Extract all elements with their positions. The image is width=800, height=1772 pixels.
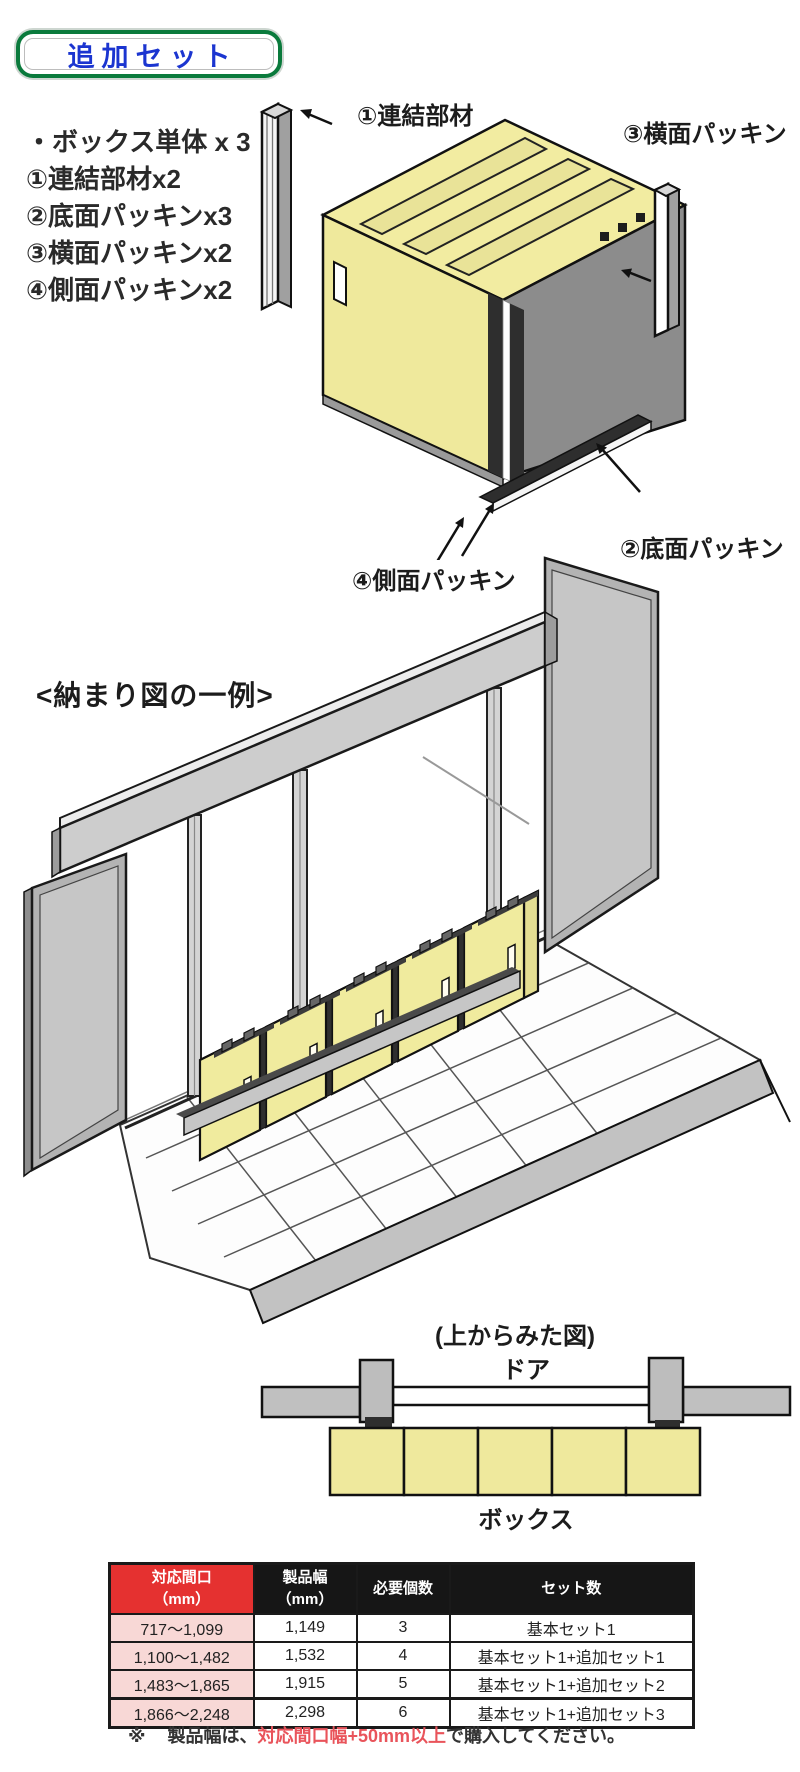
spec-table-header-cell: 製品幅（mm） (252, 1562, 358, 1615)
spec-table-cell: 3 (355, 1613, 451, 1643)
top-view-box-label: ボックス (478, 1507, 574, 1534)
bottom-packing-arrow-icon (596, 443, 641, 493)
title-badge-label: 追加セット (67, 41, 238, 72)
box-unit (396, 923, 473, 1063)
top-view-diagram (260, 1356, 792, 1497)
joined-boxes-illustration (320, 118, 688, 489)
parts-list: ・ボックス単体 x 3 ①連結部材x2 ②底面パッキンx3 ③横面パッキンx2 ④側面パ… (26, 124, 251, 309)
spec-table-cell: 2,298 (252, 1697, 358, 1729)
title-badge: 追加セット (16, 30, 282, 78)
spec-table-cell: 基本セット1+追加セット1 (448, 1641, 695, 1671)
top-view-door-label: ドア (502, 1357, 550, 1384)
spec-table-cell: 1,532 (252, 1641, 358, 1671)
connector-bar-illustration (259, 101, 294, 312)
top-view-door (391, 1385, 651, 1407)
parts-list-item: ②底面パッキンx3 (26, 201, 233, 231)
connector-arrow-icon (300, 109, 333, 126)
label-lateral-packing: ④側面パッキン (352, 568, 516, 595)
header-beam (51, 610, 558, 879)
spec-table-cell: 1,483〜1,865 (108, 1669, 255, 1700)
spec-table-cell: 基本セット1+追加セット2 (448, 1669, 695, 1700)
parts-assembly-diagram (259, 101, 688, 560)
parts-list-item: ・ボックス単体 x 3 (26, 127, 251, 157)
porch-step-edge (248, 1058, 791, 1325)
note-post: で購入してください。 (446, 1726, 625, 1746)
spec-table-header-cell: 必要個数 (355, 1562, 451, 1615)
purchase-note: ※ 製品幅は、対応間口幅+50mm以上で購入してください。 (128, 1722, 625, 1748)
spec-table-cell: 1,915 (252, 1669, 358, 1700)
side-packing-arrow-icon (621, 268, 652, 283)
right-glass-panel (543, 556, 660, 955)
top-view-connectors (365, 1417, 680, 1429)
parts-list-item: ①連結部材x2 (26, 164, 181, 194)
note-mark: ※ (128, 1726, 146, 1746)
installation-illustration (23, 556, 791, 1325)
parts-list-item: ④側面パッキンx2 (26, 275, 233, 305)
spec-table-cell: 基本セット1 (448, 1613, 695, 1643)
top-view-title: (上からみた図) (435, 1323, 595, 1350)
label-bottom-packing: ②底面パッキン (620, 536, 784, 563)
spec-table-cell: 5 (355, 1669, 451, 1700)
top-view-pillars (358, 1356, 685, 1424)
spec-table-header-row: 対応間口（mm）製品幅（mm）必要個数セット数 (108, 1562, 695, 1615)
left-glass-panel (23, 852, 128, 1178)
spec-table-cell: 4 (355, 1641, 451, 1671)
spec-table-header-cell: 対応間口（mm） (108, 1562, 255, 1615)
spec-table-cell: 717〜1,099 (108, 1613, 255, 1643)
spec-table-cell: 6 (355, 1697, 451, 1729)
front-rail (176, 967, 521, 1137)
lateral-packing-arrow-icons (436, 503, 494, 560)
spec-table-cell: 基本セット1+追加セット3 (448, 1697, 695, 1729)
spec-table-cell: 1,100〜1,482 (108, 1641, 255, 1671)
side-packing-bar-illustration (652, 182, 682, 338)
installation-view-title: <納まり図の一例> (36, 680, 274, 711)
parts-list-item: ③横面パッキンx2 (26, 238, 233, 268)
top-view-boxes (328, 1426, 702, 1497)
spec-table-cell: 1,149 (252, 1613, 358, 1643)
label-connector: ①連結部材 (357, 103, 474, 130)
door-mullions (187, 687, 502, 1097)
note-highlight: 対応間口幅+50mm以上 (257, 1726, 447, 1746)
note-pre: 製品幅は、 (167, 1726, 258, 1746)
spec-table-cell: 1,866〜2,248 (108, 1697, 255, 1729)
spec-table-header-cell: セット数 (448, 1562, 695, 1615)
label-side-packing: ③横面パッキン (623, 121, 787, 148)
